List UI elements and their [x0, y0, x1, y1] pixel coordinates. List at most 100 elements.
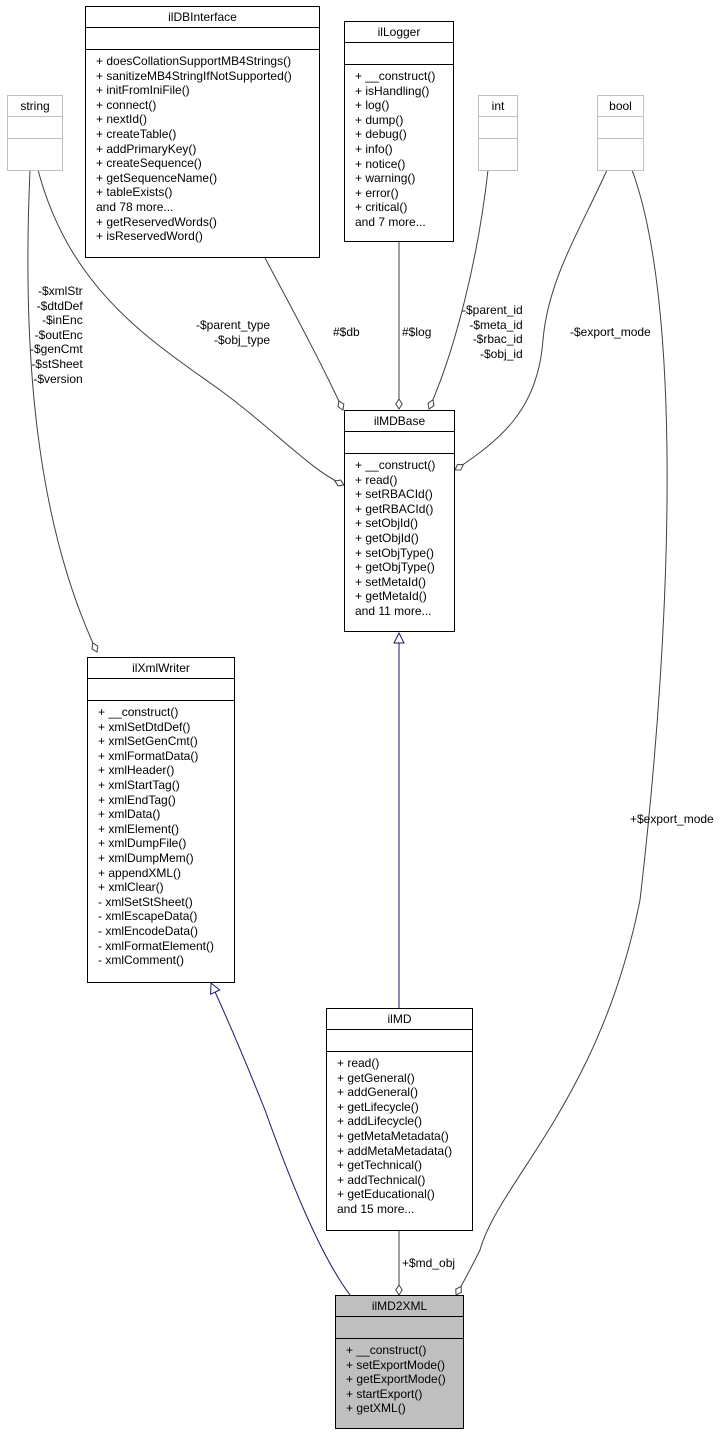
class-ildbinterface: ilDBInterface + doesCollationSupportMB4S…	[85, 6, 320, 258]
class-string-attributes	[8, 117, 62, 139]
operation: + getEducational()	[337, 1187, 435, 1202]
operation: + getGeneral()	[337, 1070, 415, 1085]
edge-label-line: #$log	[402, 325, 432, 339]
edge-int-to-mdbase	[427, 169, 489, 410]
class-illogger-operations: + __construct() + isHandling() + log() +…	[345, 65, 453, 230]
operation: + appendXML()	[98, 865, 182, 880]
more-operations: and 15 more...	[337, 1201, 415, 1216]
operation: + setExportMode()	[346, 1357, 446, 1372]
more-operations: and 11 more...	[355, 603, 432, 618]
class-string: string	[7, 95, 63, 171]
class-ilmd: ilMD + read() + getGeneral() + addGenera…	[326, 1008, 473, 1231]
class-ilmd-title: ilMD	[327, 1009, 472, 1030]
operation: + dump()	[355, 112, 404, 127]
operation: - xmlEncodeData()	[98, 923, 199, 938]
operation: + getObjId()	[355, 530, 419, 545]
operation: + xmlStartTag()	[98, 777, 180, 792]
edge-label-db: #$db	[333, 325, 360, 340]
edge-label-bool-md2xml: +$export_mode	[630, 812, 714, 827]
operation: + getLifecycle()	[337, 1099, 419, 1114]
class-ilmd2xml-title: ilMD2XML	[336, 1296, 463, 1317]
operation: + addLifecycle()	[337, 1114, 423, 1129]
operation: + read()	[355, 472, 398, 487]
class-ilxmlwriter-operations: + __construct() + xmlSetDtdDef() + xmlSe…	[88, 701, 234, 968]
class-int-title: int	[479, 96, 517, 117]
operation: + getRBACId()	[355, 501, 434, 516]
operation: + xmlEndTag()	[98, 792, 176, 807]
class-ilmd2xml-operations: + __construct() + setExportMode() + getE…	[336, 1339, 463, 1416]
operation: + sanitizeMB4StringIfNotSupported()	[96, 68, 292, 83]
edge-label-line: -$export_mode	[570, 325, 651, 339]
operation: + addPrimaryKey()	[96, 141, 197, 156]
edge-label-line: -$obj_id	[480, 346, 523, 361]
edge-label-line: -$stSheet	[31, 356, 83, 371]
class-int-attributes	[479, 117, 517, 139]
operation: + getExportMode()	[346, 1372, 446, 1387]
class-illogger-attributes	[345, 43, 453, 65]
operation: - xmlComment()	[98, 953, 184, 968]
operation: + log()	[355, 98, 390, 113]
operation: + createTable()	[96, 126, 177, 141]
edge-label-string-mdbase: -$parent_type -$obj_type	[196, 318, 270, 347]
operation: + xmlClear()	[98, 880, 164, 895]
operation: + warning()	[355, 171, 416, 186]
operation: + __construct()	[355, 458, 436, 472]
edge-label-line: -$parent_type	[196, 318, 271, 332]
class-ildbinterface-attributes	[86, 28, 319, 50]
edge-label-line: -$meta_id	[469, 317, 523, 332]
class-ilmdbase-operations: + __construct() + read() + setRBACId() +…	[345, 454, 454, 619]
operation: + getXML()	[346, 1401, 406, 1416]
operation: + critical()	[355, 200, 408, 215]
operation: + xmlSetGenCmt()	[98, 734, 198, 749]
class-ilmdbase-attributes	[345, 432, 454, 454]
class-ildbinterface-operations: + doesCollationSupportMB4Strings() + san…	[86, 50, 319, 244]
class-ilxmlwriter-attributes	[88, 679, 234, 701]
edge-label-line: -$inEnc	[42, 313, 83, 328]
operation: + addTechnical()	[337, 1172, 426, 1187]
more-operations: and 78 more...	[96, 199, 174, 214]
operation: + xmlFormatData()	[98, 748, 199, 763]
operation: + xmlDumpFile()	[98, 836, 187, 851]
class-ilxmlwriter: ilXmlWriter + __construct() + xmlSetDtdD…	[87, 657, 235, 983]
operation: + __construct()	[355, 69, 436, 83]
class-bool-attributes	[598, 117, 643, 139]
operation: + tableExists()	[96, 185, 173, 200]
operation: + addGeneral()	[337, 1085, 419, 1100]
operation: + __construct()	[98, 705, 179, 719]
class-ilmd2xml-attributes	[336, 1317, 463, 1339]
operation: - xmlFormatElement()	[98, 938, 215, 953]
edge-label-md-obj: +$md_obj	[402, 1256, 455, 1271]
class-ilmd-attributes	[327, 1030, 472, 1052]
edge-label-line: -$version	[33, 371, 83, 386]
class-illogger-title: ilLogger	[345, 22, 453, 43]
edge-string-to-mdbase	[37, 169, 345, 487]
operation: + debug()	[355, 127, 407, 142]
class-illogger: ilLogger + __construct() + isHandling() …	[344, 21, 454, 242]
operation: + __construct()	[346, 1343, 427, 1357]
edge-label-line: -$xmlStr	[38, 284, 83, 298]
edge-label-line: +$md_obj	[402, 1256, 456, 1270]
edge-dbinterface-to-mdbase	[264, 257, 345, 411]
edge-label-string-xmlwriter: -$xmlStr -$dtdDef -$inEnc -$outEnc -$gen…	[30, 284, 83, 386]
class-ilmdbase: ilMDBase + __construct() + read() + setR…	[344, 410, 455, 632]
operation: + notice()	[355, 156, 406, 171]
operation: + getMetaMetadata()	[337, 1128, 449, 1143]
edge-label-bool-mdbase: -$export_mode	[570, 325, 651, 340]
operation: + xmlDumpMem()	[98, 850, 194, 865]
operation: + xmlSetDtdDef()	[98, 719, 191, 734]
class-ilmd-operations: + read() + getGeneral() + addGeneral() +…	[327, 1052, 472, 1217]
operation: + error()	[355, 185, 399, 200]
edge-string-to-xmlwriter	[27, 169, 99, 653]
edge-label-line: #$db	[333, 325, 360, 339]
edge-label-line: +$export_mode	[630, 812, 714, 826]
operation: + startExport()	[346, 1386, 423, 1401]
operation: + getTechnical()	[337, 1158, 423, 1173]
operation: + isHandling()	[355, 83, 430, 98]
more-operations: and 7 more...	[355, 214, 426, 229]
operation: + read()	[337, 1056, 380, 1070]
operation: + setObjType()	[355, 545, 435, 560]
edge-md2xml-extends-xmlwriter	[211, 983, 351, 1296]
edge-label-line: -$obj_type	[214, 332, 271, 347]
class-bool-title: bool	[598, 96, 643, 117]
